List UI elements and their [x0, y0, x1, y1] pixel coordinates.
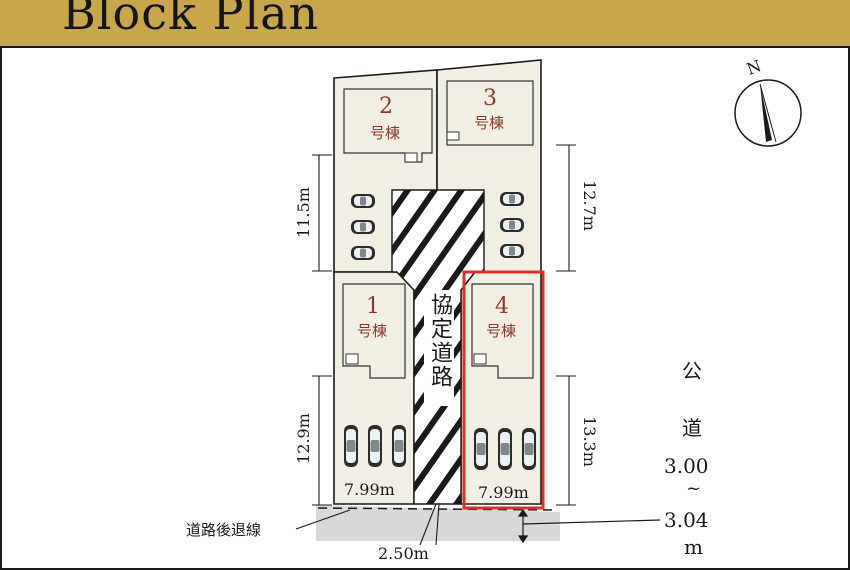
car	[351, 246, 375, 260]
shared-road-label-box	[424, 290, 454, 406]
setback-line	[317, 507, 559, 511]
car	[500, 218, 524, 232]
house-4	[471, 283, 534, 379]
lot-3-number: 3	[483, 86, 497, 111]
house-2	[343, 88, 433, 163]
road-width-arrow	[517, 508, 661, 544]
car	[522, 428, 536, 470]
lot-4-number: 4	[495, 294, 509, 319]
lot-4-suffix: 号棟	[486, 322, 517, 340]
public-road-char-1: 公	[682, 359, 702, 383]
car	[500, 244, 524, 258]
public-road-width-4: m	[684, 535, 703, 559]
parking-lot-1	[344, 425, 406, 467]
lot-2-number: 2	[379, 94, 393, 119]
car	[351, 194, 375, 208]
dim-left-bottom	[312, 375, 332, 506]
dim-right-bottom-label: 13.3m	[579, 416, 599, 467]
setback-leader	[295, 509, 351, 530]
lot-4-highlight	[462, 270, 545, 510]
dim-right-bottom	[556, 375, 576, 506]
lot-1-width-label: 7.99m	[344, 480, 395, 499]
shared-road-width-label: 2.50m	[378, 544, 429, 563]
dim-right-top	[556, 144, 576, 272]
car	[392, 425, 406, 467]
car	[500, 192, 524, 206]
house-1-entry	[345, 353, 359, 365]
public-road-width-3: 3.04	[664, 508, 709, 532]
compass	[734, 79, 802, 147]
house-4-entry	[473, 353, 487, 365]
parking-lot-3	[500, 192, 524, 258]
house-3	[446, 80, 534, 146]
parking-lot-2	[351, 194, 375, 260]
public-road-width-1: 3.00	[664, 454, 709, 478]
lot-1-number: 1	[366, 294, 380, 319]
dim-left-top-label: 11.5m	[293, 187, 313, 238]
parking-lot-4	[474, 428, 536, 470]
lot-2-suffix: 号棟	[370, 124, 401, 142]
setback-label: 道路後退線	[186, 521, 262, 539]
shared-road-label: 協定道路	[427, 293, 452, 389]
shared-road-leader	[419, 503, 440, 546]
lot-1-suffix: 号棟	[357, 322, 388, 340]
car	[368, 425, 382, 467]
house-2-entry	[404, 152, 418, 163]
dim-right-top-label: 12.7m	[579, 180, 599, 231]
page-title: Block Plan	[62, 0, 320, 40]
car	[344, 425, 358, 467]
car	[351, 220, 375, 234]
car	[498, 428, 512, 470]
public-road-char-2: 道	[682, 416, 702, 440]
public-road-width-2: ~	[686, 478, 702, 499]
dim-left-bottom-label: 12.9m	[293, 413, 313, 464]
lot-3-suffix: 号棟	[474, 114, 505, 132]
dim-left-top	[312, 154, 332, 272]
house-3-entry	[446, 131, 460, 141]
car	[474, 428, 488, 470]
lot-4-width-label: 7.99m	[478, 483, 529, 502]
header-bar: Block Plan	[0, 0, 850, 48]
